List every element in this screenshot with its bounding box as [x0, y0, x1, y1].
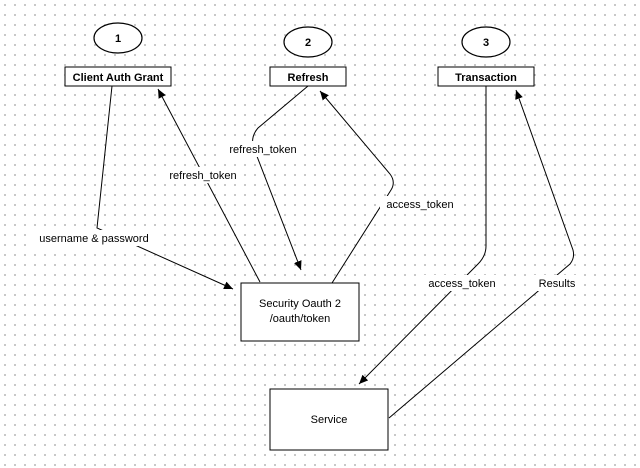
refresh-label: Refresh: [288, 72, 329, 84]
step-3-number: 3: [483, 37, 489, 49]
access-token-up-edge-label: access_token: [380, 196, 460, 212]
refresh-box: Refresh: [269, 66, 347, 87]
refresh-token-up-text: refresh_token: [169, 170, 236, 182]
step-2-badge: 2: [283, 26, 333, 58]
edge-access-token-up: [319, 90, 394, 284]
refresh-token-up-edge-label: refresh_token: [163, 167, 243, 183]
transaction-label: Transaction: [455, 72, 517, 84]
transaction-box: Transaction: [437, 66, 535, 87]
service-node: Service: [269, 388, 389, 451]
step-1-badge: 1: [93, 22, 143, 54]
edge-refresh-token-up: [157, 88, 261, 283]
service-label: Service: [311, 414, 348, 426]
edge-username-password: [96, 85, 234, 290]
refresh-token-down-text: refresh_token: [229, 144, 296, 156]
refresh-token-down-edge-label: refresh_token: [223, 141, 303, 157]
results-edge-label: Results: [533, 275, 581, 291]
step-1-number: 1: [115, 33, 121, 45]
access-token-down-edge-label: access_token: [422, 275, 502, 291]
security-oauth-title: Security Oauth 2: [259, 298, 341, 310]
access-token-up-text: access_token: [386, 199, 453, 211]
results-text: Results: [539, 278, 576, 290]
step-3-badge: 3: [461, 26, 511, 58]
edge-refresh-token-down: [252, 85, 309, 271]
access-token-down-text: access_token: [428, 278, 495, 290]
edge-results: [388, 89, 575, 419]
step-2-number: 2: [305, 37, 311, 49]
edge-access-token-down: [358, 86, 487, 385]
username-password-edge-label: username & password: [32, 230, 156, 246]
client-auth-grant-box: Client Auth Grant: [64, 66, 172, 87]
security-oauth-endpoint: /oauth/token: [270, 313, 331, 325]
username-password-text: username & password: [39, 233, 148, 245]
client-auth-grant-label: Client Auth Grant: [73, 72, 164, 84]
security-oauth-node: Security Oauth 2 /oauth/token: [240, 282, 360, 342]
